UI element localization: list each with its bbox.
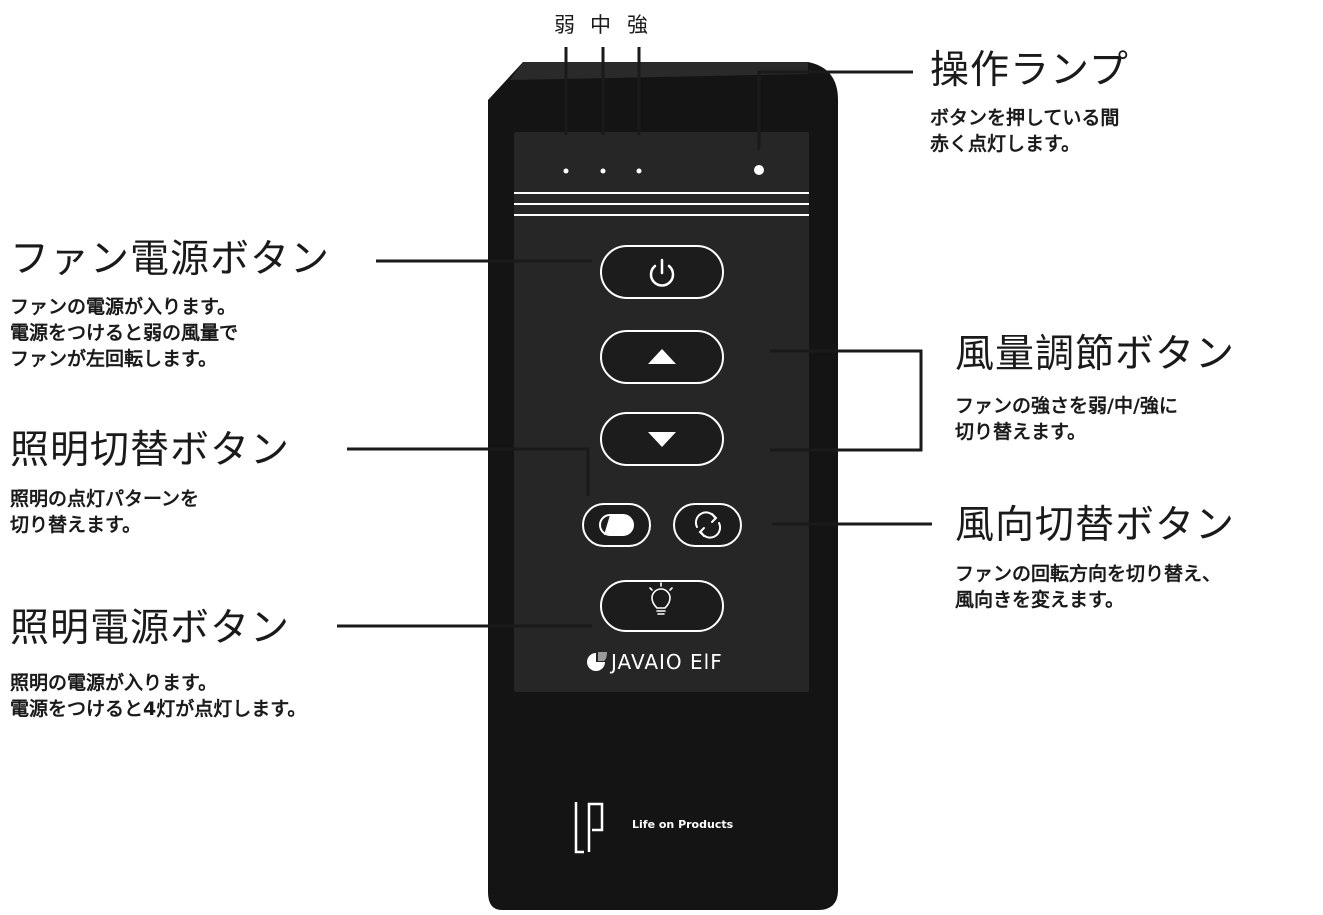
- lamp-title: 操作ランプ: [930, 48, 1129, 93]
- arrow-down-icon: [648, 432, 676, 447]
- direction-button[interactable]: [673, 503, 742, 547]
- speed-desc-line-2: 切り替えます。: [955, 421, 1087, 443]
- light-power-button[interactable]: [600, 580, 724, 632]
- indicator-dot-low: [563, 168, 569, 174]
- speed-down-button[interactable]: [600, 412, 724, 466]
- fan-power-button[interactable]: [600, 245, 724, 299]
- light-mode-icon: [599, 514, 634, 536]
- speed-desc-line-1: ファンの強さを弱/中/強に: [955, 395, 1178, 417]
- lamp-desc-line-2: 赤く点灯します。: [930, 133, 1081, 155]
- indicator-dot-high: [636, 168, 642, 174]
- lamp-desc-line-1: ボタンを押している間: [930, 107, 1120, 129]
- panel-stripes: [514, 192, 809, 216]
- brand-name: JAVAIO ElF: [611, 650, 723, 674]
- fan-power-desc-line-2: 電源をつけると弱の風量で: [10, 322, 239, 344]
- bulb-icon: [649, 582, 673, 615]
- light-mode-title: 照明切替ボタン: [10, 428, 291, 473]
- direction-desc-line-1: ファンの回転方向を切り替え、: [955, 563, 1222, 585]
- fan-power-title: ファン電源ボタン: [10, 237, 331, 282]
- rotate-icon: [694, 511, 722, 539]
- indicator-label-mid: 中: [590, 13, 611, 37]
- light-mode-desc-line-1: 照明の点灯パターンを: [10, 488, 200, 510]
- operation-lamp: [754, 165, 764, 175]
- indicator-dots: [563, 165, 764, 175]
- speed-title: 風量調節ボタン: [955, 332, 1236, 377]
- speed-up-button[interactable]: [600, 330, 724, 384]
- fan-power-desc-line-3: ファンが左回転します。: [10, 348, 218, 370]
- indicator-label-low: 弱: [554, 13, 575, 37]
- leader-lines: [337, 47, 932, 628]
- indicator-label-high: 強: [627, 13, 648, 37]
- light-mode-button[interactable]: [582, 503, 651, 547]
- brand-logo-icon: [587, 652, 607, 671]
- light-power-desc-line-2: 電源をつけると4灯が点灯します。: [10, 698, 307, 720]
- direction-desc-line-2: 風向きを変えます。: [955, 589, 1125, 611]
- light-power-title: 照明電源ボタン: [10, 606, 291, 651]
- direction-title: 風向切替ボタン: [955, 503, 1236, 548]
- indicator-dot-mid: [600, 168, 606, 174]
- power-icon: [649, 258, 675, 287]
- fan-power-desc-line-1: ファンの電源が入ります。: [10, 296, 237, 318]
- light-mode-desc-line-2: 切り替えます。: [10, 514, 142, 536]
- light-power-desc-line-1: 照明の電源が入ります。: [10, 672, 218, 694]
- maker-logo-icon: [574, 802, 604, 854]
- remote-body: [488, 62, 838, 910]
- maker-name: Life on Products: [632, 818, 734, 831]
- arrow-up-icon: [648, 349, 676, 364]
